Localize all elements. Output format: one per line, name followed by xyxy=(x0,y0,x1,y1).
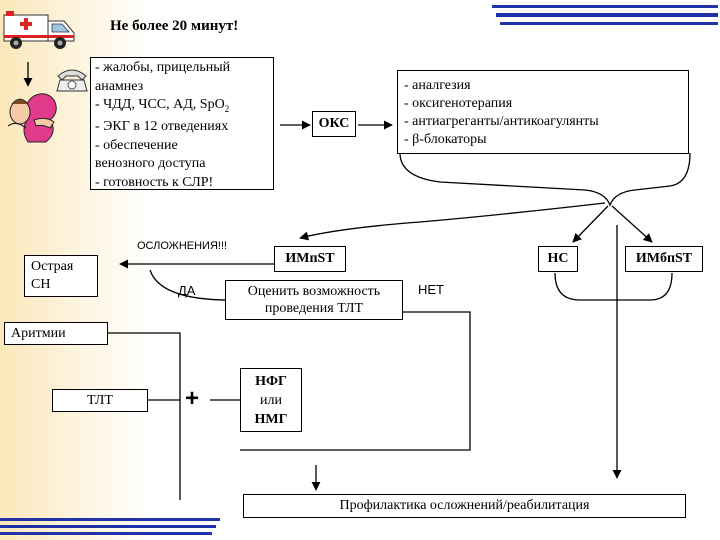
treatment-line-beta-blockers: - β-блокаторы xyxy=(404,132,487,147)
arrhythmias-box: Аритмии xyxy=(4,322,108,345)
arrhythmias-label: Аритмии xyxy=(11,326,66,341)
acs-label: ОКС xyxy=(318,116,350,131)
assess-tlt-box: Оценить возможность проведения ТЛТ xyxy=(225,280,403,320)
assessment-line-complaints: - жалобы, прицельный xyxy=(95,60,231,75)
yes-label: ДА xyxy=(178,283,196,298)
thrombolysis-box: ТЛТ xyxy=(52,389,148,412)
unstable-angina-label: НС xyxy=(547,251,569,266)
treatment-box: - аналгезия - оксигенотерапия - антиагре… xyxy=(397,70,689,154)
prevention-label: Профилактика осложнений/реабилитация xyxy=(339,498,590,513)
assessment-line-vitals: - ЧДД, ЧСС, АД, SpO2 xyxy=(95,97,230,114)
treatment-line-analgesia: - аналгезия xyxy=(404,78,471,93)
assessment-line-ecg: - ЭКГ в 12 отведениях xyxy=(95,119,229,135)
unstable-angina-box: НС xyxy=(538,246,578,272)
nstemi-label: ИМбпST xyxy=(635,251,693,266)
assessment-box: - жалобы, прицельный анамнез - ЧДД, ЧСС,… xyxy=(90,57,274,190)
nstemi-box: ИМбпST xyxy=(625,246,703,272)
assessment-line-cpr: - готовность к СЛР! xyxy=(95,174,214,190)
no-label: НЕТ xyxy=(418,282,444,297)
treatment-line-antiplatelets: - антиагреганты/антикоагулянты xyxy=(404,114,599,129)
acute-heart-failure-box: Острая СН xyxy=(24,255,98,297)
stemi-label: ИМпST xyxy=(285,251,335,266)
patient-chest-pain-icon xyxy=(6,90,76,146)
heparin-box: НФГ или НМГ xyxy=(240,368,302,432)
prevention-box: Профилактика осложнений/реабилитация xyxy=(243,494,686,518)
thrombolysis-label: ТЛТ xyxy=(87,393,113,408)
ambulance-icon xyxy=(2,5,78,55)
telephone-icon xyxy=(54,64,90,94)
assessment-line-access: - обеспечение xyxy=(95,137,178,153)
assessment-line-anamnesis: анамнез xyxy=(95,78,144,94)
complications-label: ОСЛОЖНЕНИЯ!!! xyxy=(137,240,228,252)
page-title: Не более 20 минут! xyxy=(110,18,239,34)
treatment-line-oxygen: - оксигенотерапия xyxy=(404,96,513,111)
decor-stripes-bottom xyxy=(0,510,720,540)
acs-box: ОКС xyxy=(312,111,356,137)
plus-sign: + xyxy=(185,385,200,412)
assessment-line-venous: венозного доступа xyxy=(95,156,206,172)
stemi-box: ИМпST xyxy=(274,246,346,272)
decor-stripes-top xyxy=(0,0,720,40)
